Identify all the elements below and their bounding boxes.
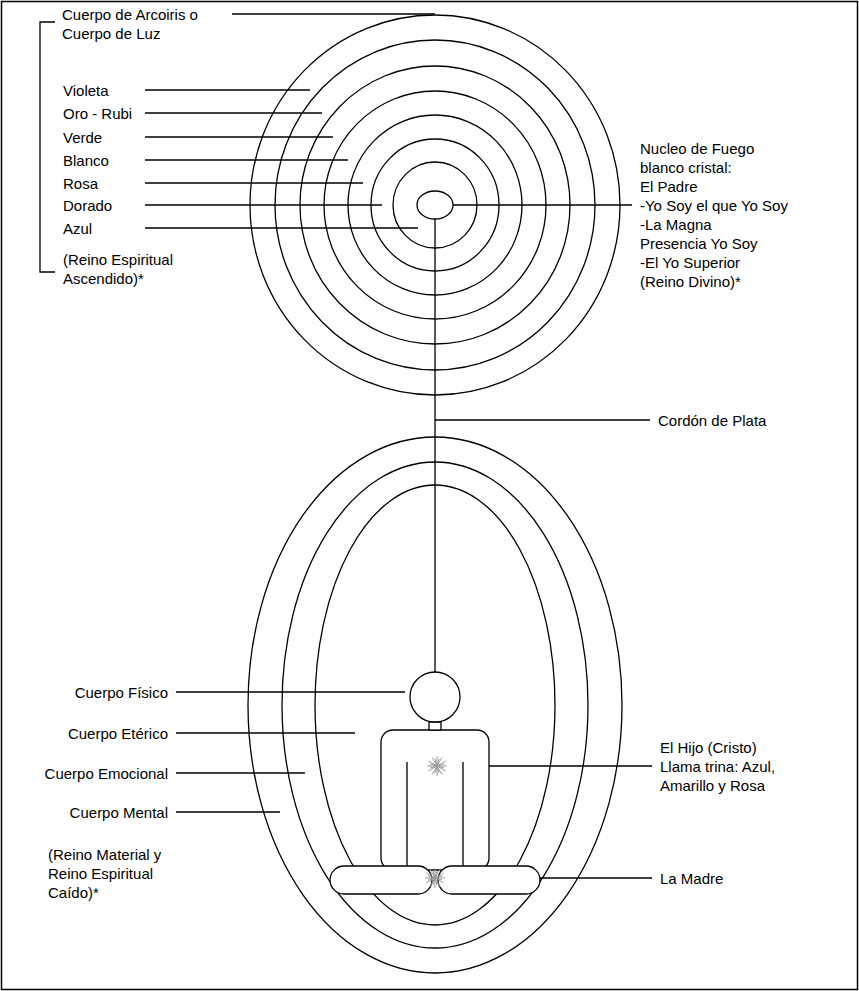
flame-label: Llama trina: Azul, Amarillo y Rosa — [660, 757, 782, 795]
body-label: Cuerpo Etérico — [68, 724, 168, 743]
body-label: Cuerpo Emocional — [45, 764, 168, 783]
figure-arm — [406, 762, 407, 872]
leader-line — [176, 772, 305, 773]
body-label: Cuerpo Mental — [70, 803, 168, 822]
bracket — [40, 22, 55, 272]
mother-label: La Madre — [660, 869, 723, 888]
leader-line — [435, 419, 650, 420]
nucleus-label: -Yo Soy el que Yo Soy — [640, 196, 788, 215]
leader-line — [145, 89, 310, 90]
leader-line — [145, 112, 322, 113]
figure-arm — [462, 762, 463, 872]
realm-note: (Reino Material y Reino Espiritual Caído… — [48, 845, 183, 902]
leader-line — [453, 204, 632, 205]
body-label: Cuerpo Físico — [75, 683, 168, 702]
silver-cord — [434, 219, 435, 672]
leader-line — [232, 13, 435, 14]
meditating-figure — [330, 672, 540, 894]
leader-line — [145, 136, 333, 137]
nucleus-label: Nucleo de Fuego blanco cristal: — [640, 139, 765, 177]
leader-line — [145, 182, 363, 183]
color-band-label: Azul — [63, 219, 92, 238]
nucleus-label: -El Yo Superior — [640, 253, 765, 272]
leader-lines — [40, 14, 652, 878]
figure-leg — [330, 866, 432, 894]
spark-rays — [425, 868, 445, 888]
figure-head — [410, 672, 460, 722]
color-band-label: Rosa — [63, 174, 98, 193]
figure-torso — [381, 730, 489, 870]
realm-note: (Reino Espiritual Ascendido)* — [63, 250, 198, 288]
body-label: Cuerpo de Arcoiris o Cuerpo de Luz — [62, 5, 222, 43]
color-band-label: Blanco — [63, 151, 109, 170]
figure-neck — [429, 722, 441, 730]
spark-rays — [427, 756, 447, 776]
figure-leg — [438, 866, 540, 894]
color-band-label: Dorado — [63, 196, 112, 215]
color-band-label: Verde — [63, 128, 102, 147]
flame-label: El Hijo (Cristo) — [660, 738, 782, 757]
cord-label: Cordón de Plata — [658, 411, 766, 430]
leader-line — [145, 204, 382, 205]
leader-line — [176, 691, 405, 692]
leader-line — [176, 732, 355, 733]
nucleus-label: -La Magna Presencia Yo Soy — [640, 215, 765, 253]
color-band-label: Oro - Rubi — [63, 104, 132, 123]
nucleus-outline — [417, 191, 453, 219]
leader-line — [145, 159, 348, 160]
leader-line — [145, 227, 418, 228]
base-spark — [425, 868, 445, 888]
color-band-label: Violeta — [63, 81, 109, 100]
leader-line — [176, 811, 280, 812]
heart-flame-spark — [427, 756, 447, 776]
nucleus-label: El Padre — [640, 177, 765, 196]
realm-note: (Reino Divino)* — [640, 272, 765, 291]
